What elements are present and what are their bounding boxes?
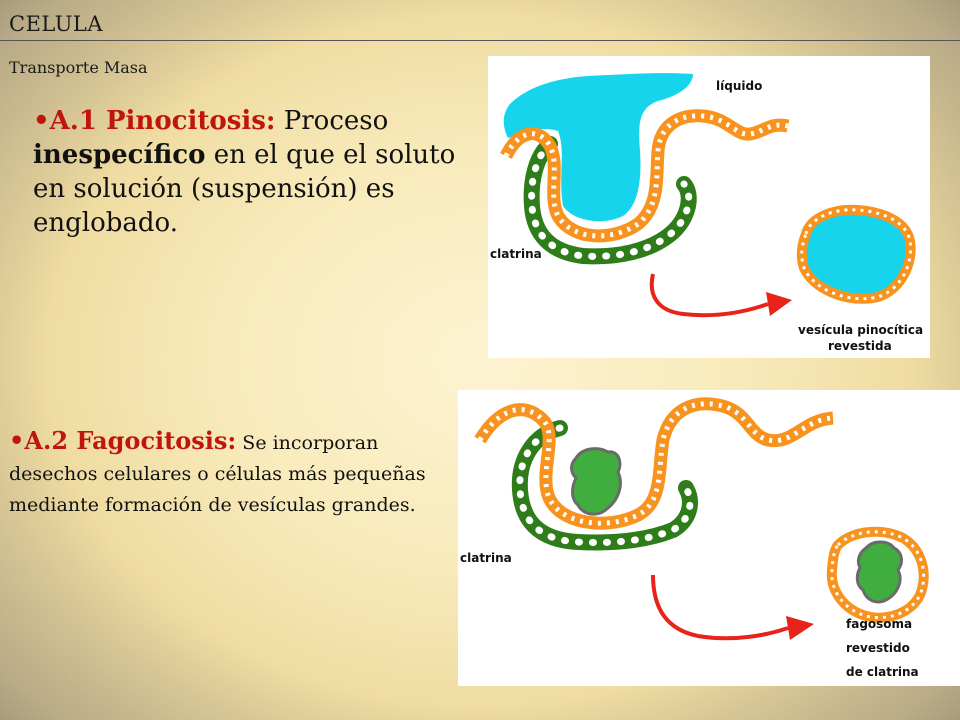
- label-vesicle-1: fagosoma: [846, 617, 912, 631]
- clathrin-beads: [528, 140, 693, 260]
- vesicle-particle: [855, 540, 903, 604]
- vesicle-membrane-dashes: [800, 208, 913, 301]
- diagram-pinocitosis-svg: líquido clatrina vesícula pinocítica rev…: [490, 73, 923, 353]
- term-pinocitosis: A.1 Pinocitosis:: [49, 106, 276, 136]
- arrow-curve: [649, 273, 769, 318]
- slide-header: CELULA: [0, 0, 960, 41]
- bullet-pinocitosis: •A.1 Pinocitosis: Proceso inespecífico e…: [33, 104, 473, 240]
- diagram-pinocitosis: líquido clatrina vesícula pinocítica rev…: [488, 56, 930, 358]
- pinocitosis-emphasis: inespecífico: [33, 140, 206, 170]
- arrow-head-icon: [766, 292, 792, 316]
- clathrin-beads: [516, 424, 694, 546]
- header-title: CELULA: [9, 12, 104, 36]
- label-vesicle-3: de clatrina: [846, 665, 919, 679]
- label-clathrin: clatrina: [460, 551, 512, 565]
- membrane-dashes: [503, 113, 789, 239]
- label-clathrin: clatrina: [490, 247, 542, 261]
- term-fagocitosis: A.2 Fagocitosis:: [24, 426, 237, 455]
- liquid-blob: [503, 73, 693, 222]
- slide-subtitle: Transporte Masa: [9, 58, 148, 77]
- particle: [570, 447, 622, 516]
- diagram-fagocitosis-svg: clatrina fagosoma revestido de clatrina: [460, 397, 929, 679]
- label-vesicle-2: revestido: [846, 641, 910, 655]
- arrow-curve: [651, 574, 789, 641]
- pinocitosis-text-b: en el que el soluto en solución (suspens…: [33, 140, 456, 238]
- membrane-dashes: [477, 401, 834, 526]
- fagocitosis-text: Se incorporan desechos celulares o célul…: [9, 432, 426, 516]
- bullet-fagocitosis: •A.2 Fagocitosis: Se incorporan desechos…: [9, 425, 459, 521]
- diagram-fagocitosis: clatrina fagosoma revestido de clatrina: [458, 390, 960, 686]
- label-vesicle-1: vesícula pinocítica: [798, 323, 923, 337]
- vesicle-liquid: [801, 209, 911, 299]
- membrane: [474, 397, 834, 530]
- bullet-dot-icon: •: [9, 426, 25, 455]
- arrow-head-icon: [786, 616, 814, 640]
- label-vesicle-2: revestida: [828, 339, 892, 353]
- label-liquid: líquido: [716, 79, 762, 93]
- pinocitosis-text-a: Proceso: [275, 106, 389, 136]
- bullet-dot-icon: •: [33, 106, 50, 136]
- membrane: [500, 109, 790, 243]
- vesicle-membrane-dashes: [830, 530, 926, 620]
